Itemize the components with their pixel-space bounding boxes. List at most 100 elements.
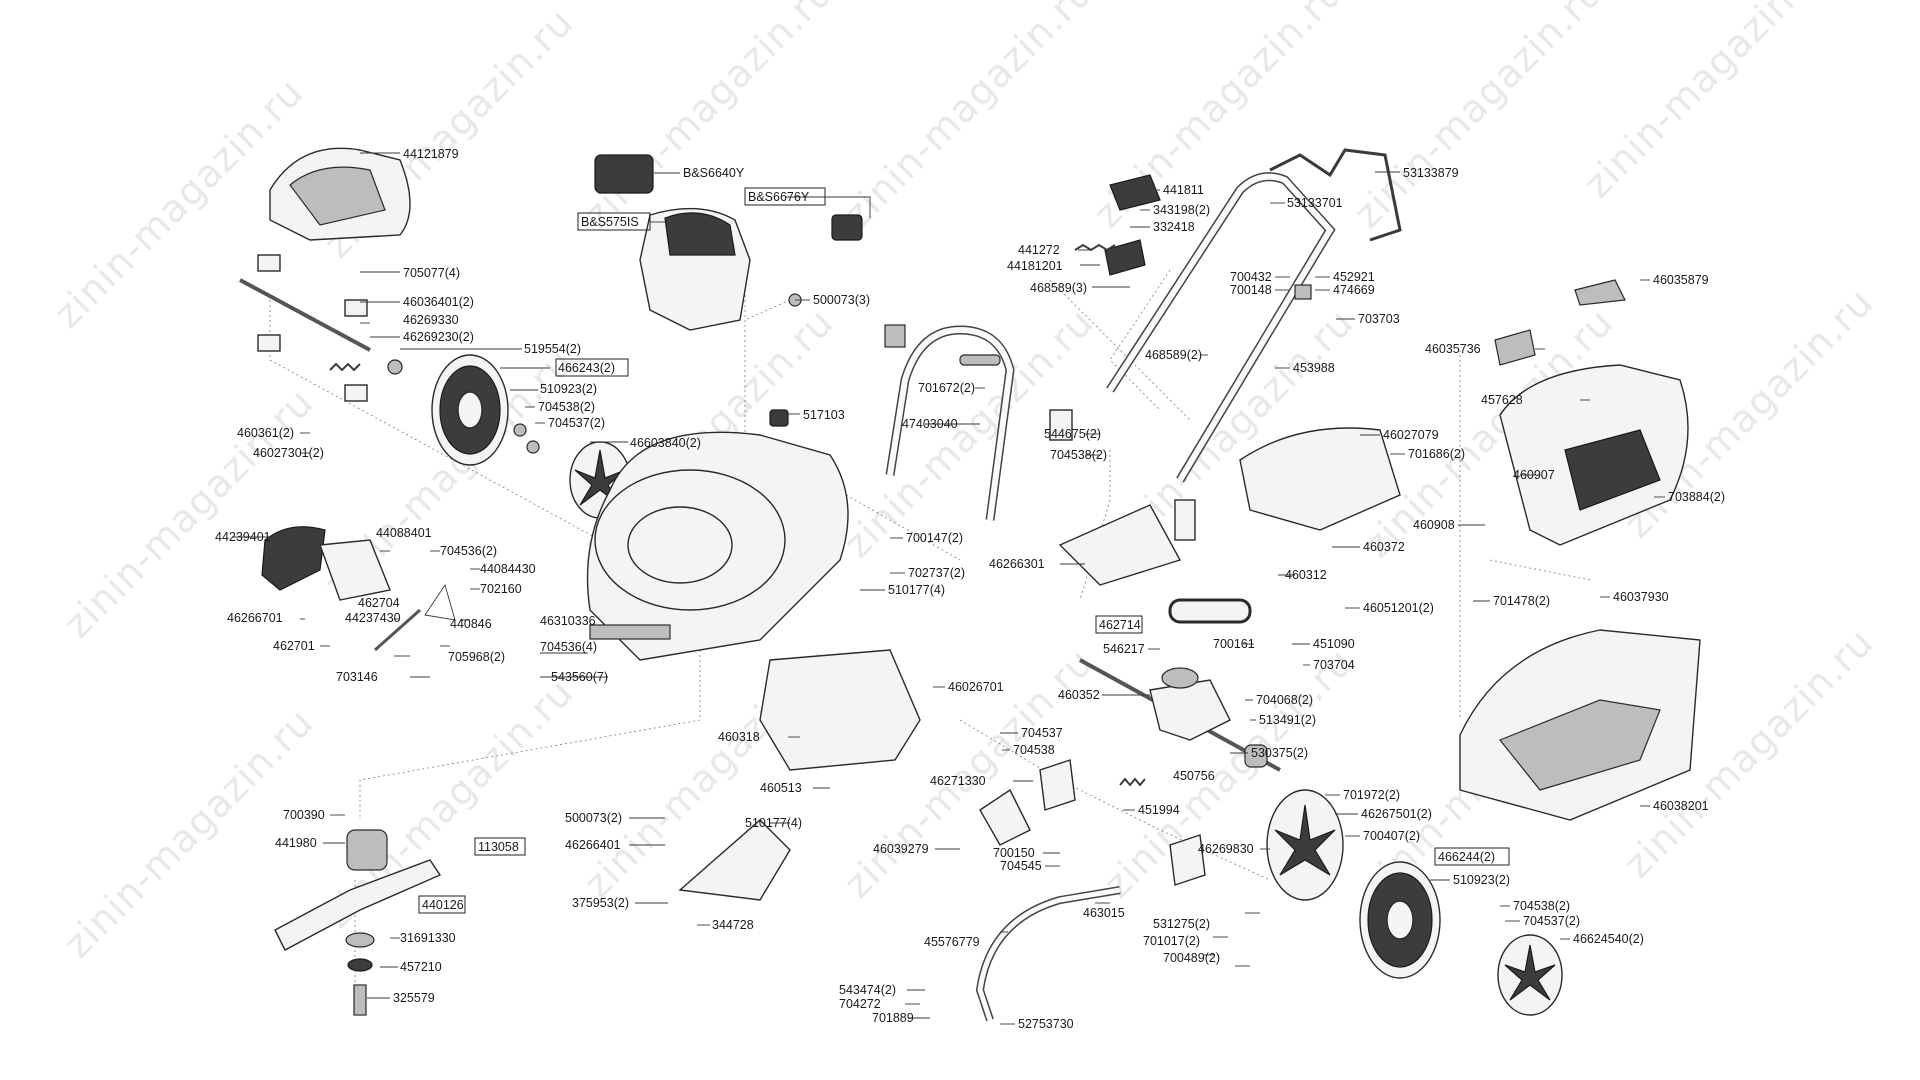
front-right-hub-part	[1386, 900, 1414, 940]
part-label: B&S6676Y	[748, 190, 810, 204]
part-label: B&S575IS	[581, 215, 639, 229]
part-label: 703884(2)	[1668, 490, 1725, 504]
part-label: 703703	[1358, 312, 1400, 326]
part-label: 46603840(2)	[630, 436, 701, 450]
bracket-part	[344, 299, 368, 317]
part-label: 46266401	[565, 838, 621, 852]
guide-line	[359, 650, 701, 820]
washer-part	[526, 440, 540, 454]
part-label: 332418	[1153, 220, 1195, 234]
part-label: 457628	[1481, 393, 1523, 407]
parts-artwork	[239, 147, 1701, 1022]
part-label: 46269330	[403, 313, 459, 327]
part-label: 46035879	[1653, 273, 1709, 287]
label-box	[744, 187, 826, 206]
watermark-text: zinin-magazin.ru	[55, 380, 322, 647]
handle-bracket-part	[884, 324, 906, 348]
handle-knob-part	[959, 354, 1001, 366]
part-label: 700148	[1230, 283, 1272, 297]
part-label: 46027301(2)	[253, 446, 324, 460]
part-label: B&S6640Y	[683, 166, 745, 180]
rear-deflector-part	[1239, 427, 1401, 531]
bushing-part	[769, 409, 789, 427]
part-label: 702737(2)	[908, 566, 965, 580]
battery-part	[594, 154, 654, 194]
part-label: 531275(2)	[1153, 917, 1210, 931]
part-label: 344728	[712, 918, 754, 932]
part-label: 45576779	[924, 935, 980, 949]
part-label: 703146	[336, 670, 378, 684]
spring-part	[329, 362, 361, 372]
hood-cover-insert-part	[289, 166, 386, 226]
washer-part	[513, 423, 527, 437]
front-wheel-bracket-part	[1169, 834, 1206, 886]
part-label: 460372	[1363, 540, 1405, 554]
part-label: 46035736	[1425, 342, 1481, 356]
part-label: 704272	[839, 997, 881, 1011]
cable-clip-part	[1294, 284, 1312, 300]
mulch-plug-part	[678, 819, 791, 901]
throttle-spring-part	[1074, 243, 1116, 252]
pinion-part	[1244, 744, 1268, 768]
gearbox-spring-part	[1119, 777, 1146, 787]
blade-adapter-part	[346, 829, 388, 871]
part-label: 46271330	[930, 774, 986, 788]
part-label: 462704	[358, 596, 400, 610]
part-label: 543474(2)	[839, 983, 896, 997]
handle-grip-part	[979, 788, 1031, 846]
part-label: 704545	[1000, 859, 1042, 873]
part-label: 510923(2)	[1453, 873, 1510, 887]
part-label: 441811	[1163, 183, 1204, 197]
part-label: 701017(2)	[1143, 934, 1200, 948]
part-label: 46026701	[948, 680, 1004, 694]
label-box	[577, 212, 651, 231]
front-handle-bar-inner-part	[977, 887, 1121, 1021]
part-label: 46051201(2)	[1363, 601, 1434, 615]
part-label: 705077(4)	[403, 266, 460, 280]
part-label: 704538(2)	[538, 400, 595, 414]
side-discharge-chute-part	[1058, 504, 1182, 586]
drive-belt-part	[1168, 598, 1252, 624]
throttle-body-part	[1104, 239, 1146, 276]
upper-handle-inner-part	[1107, 173, 1334, 482]
part-label: 704068(2)	[1256, 693, 1313, 707]
part-label: 543560(7)	[551, 670, 608, 684]
part-label: 113058	[478, 840, 519, 854]
handle-clamp-part	[1049, 409, 1073, 441]
lower-handle-inner-part	[887, 326, 1014, 521]
rear-left-hub-part	[457, 391, 483, 429]
part-label: 46039279	[873, 842, 929, 856]
part-label: 44181201	[1007, 259, 1063, 273]
bracket-part	[344, 384, 368, 402]
bail-lever-part	[1269, 148, 1402, 242]
part-label: 47403040	[902, 417, 958, 431]
front-wheel-bracket-part	[1039, 759, 1076, 811]
catcher-panel-part	[1494, 329, 1536, 366]
part-label: 46037930	[1613, 590, 1669, 604]
blade-part	[274, 859, 442, 951]
part-label: 52753730	[1018, 1017, 1074, 1031]
part-label: 701889	[872, 1011, 914, 1025]
part-label: 46266701	[227, 611, 283, 625]
blade-bolt-washer-part	[347, 958, 373, 972]
chute-stand-part	[1174, 499, 1196, 541]
part-label: 46036401(2)	[403, 295, 474, 309]
part-label: 460361(2)	[237, 426, 294, 440]
part-label: 700407(2)	[1363, 829, 1420, 843]
part-label: 44121879	[403, 147, 459, 161]
part-label: 46038201	[1653, 799, 1709, 813]
part-label: 519554(2)	[524, 342, 581, 356]
clip-part	[589, 624, 671, 640]
part-label: 704538(2)	[1050, 448, 1107, 462]
watermark-text: zinin-magazin.ru	[1345, 0, 1612, 236]
part-label: 704536(4)	[540, 640, 597, 654]
part-label: 44084430	[480, 562, 536, 576]
guide-line	[1109, 269, 1171, 411]
guide-line	[744, 299, 791, 321]
part-label: 44088401	[376, 526, 432, 540]
guide-line	[269, 300, 601, 541]
part-label: 704538	[1013, 743, 1055, 757]
part-label: 544675(2)	[1044, 427, 1101, 441]
grass-catcher-vent-part	[1564, 429, 1661, 511]
part-label: 517103	[803, 408, 845, 422]
